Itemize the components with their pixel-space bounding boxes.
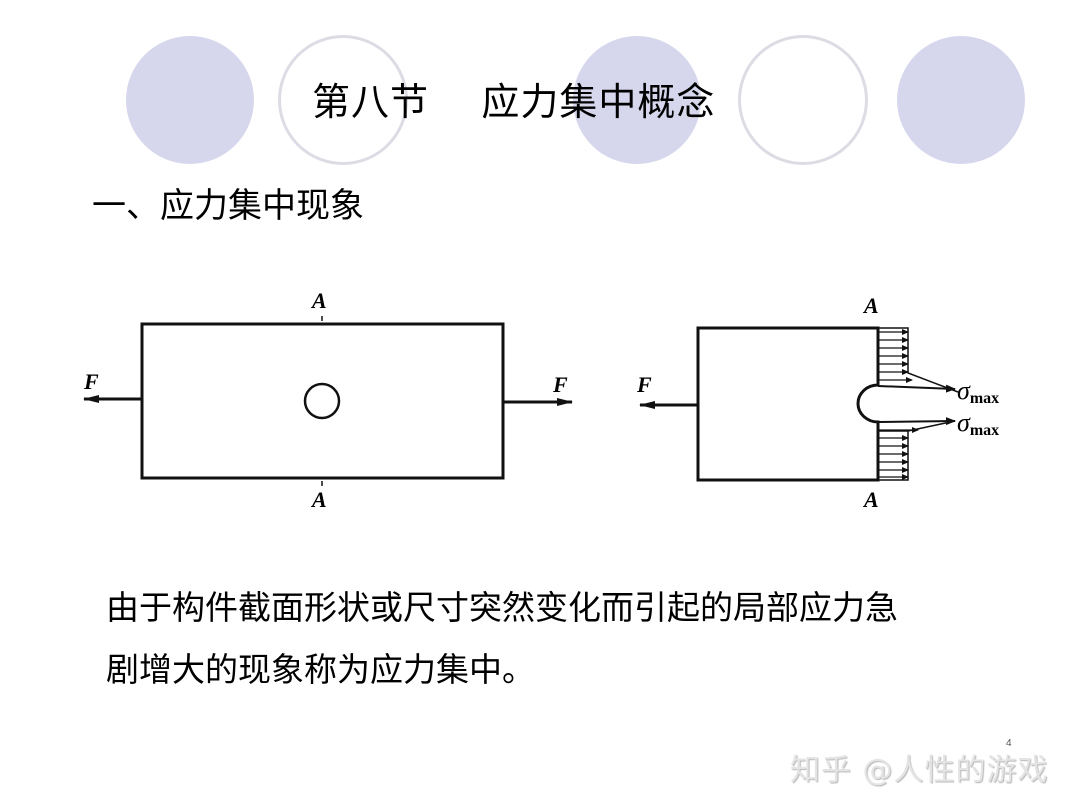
plate-with-hole-figure	[83, 316, 573, 486]
sigma-max-label-lower: σmax	[957, 408, 999, 439]
definition-line-1: 由于构件截面形状或尺寸突然变化而引起的局部应力急	[106, 588, 898, 627]
decorative-circle-5	[897, 36, 1025, 164]
decorative-circle-4	[738, 35, 868, 165]
cut-section-figure	[639, 326, 959, 482]
decorative-circle-1	[126, 36, 254, 164]
decorative-circle-3	[573, 36, 701, 164]
definition-line-2: 剧增大的现象称为应力集中。	[106, 650, 535, 689]
slide-number: 4	[1006, 738, 1012, 749]
slide-title: 第八节 应力集中概念	[312, 80, 716, 124]
force-label-left: F	[83, 369, 99, 394]
section-label-top-right: A	[862, 293, 879, 318]
definition-paragraph: 由于构件截面形状或尺寸突然变化而引起的局部应力急 剧增大的现象称为应力集中。	[106, 577, 1006, 701]
section-label-top-left: A	[310, 288, 327, 313]
force-label-right: F	[552, 372, 568, 397]
section-label-bottom-left: A	[310, 487, 327, 512]
watermark: 知乎 @人性的游戏	[790, 753, 1049, 788]
decorative-circle-2	[278, 35, 408, 165]
section-heading: 一、应力集中现象	[92, 186, 364, 226]
section-label-bottom-right: A	[862, 487, 879, 512]
sigma-max-label-upper: σmax	[957, 376, 999, 407]
force-label-right-figure: F	[636, 372, 652, 397]
